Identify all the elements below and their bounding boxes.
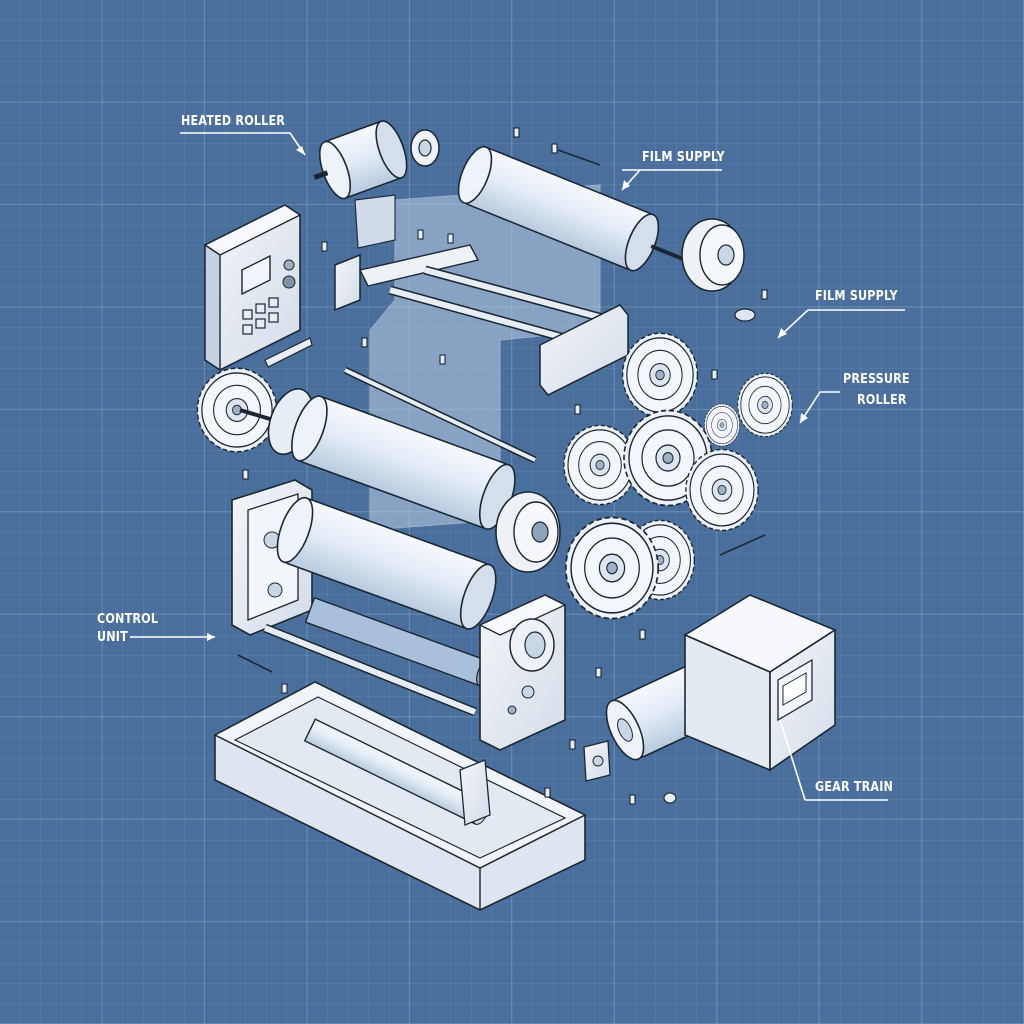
heated-roller-part — [313, 120, 408, 200]
label-film-supply-right: FILM SUPPLY — [815, 289, 898, 304]
control-panel-part — [203, 204, 313, 372]
film-supply-roll — [457, 145, 685, 272]
label-gear-train: GEAR TRAIN — [815, 780, 894, 795]
label-film-supply-top: FILM SUPPLY — [642, 150, 725, 165]
label-control-unit-line2: UNIT — [97, 630, 128, 645]
gearbox-housing-part — [683, 594, 837, 772]
fasteners — [242, 127, 768, 805]
side-housing-right — [478, 594, 567, 751]
label-pressure-roller-line1: PRESSURE — [843, 372, 910, 387]
label-pressure-roller-line2: ROLLER — [857, 393, 907, 408]
base-tray-part — [213, 681, 587, 911]
label-heated-roller: HEATED ROLLER — [181, 114, 286, 129]
label-control-unit-line1: CONTROL — [97, 612, 159, 627]
main-roller-upper — [267, 388, 516, 530]
main-roller-lower — [276, 496, 497, 630]
leader-arrowheads — [207, 146, 808, 641]
